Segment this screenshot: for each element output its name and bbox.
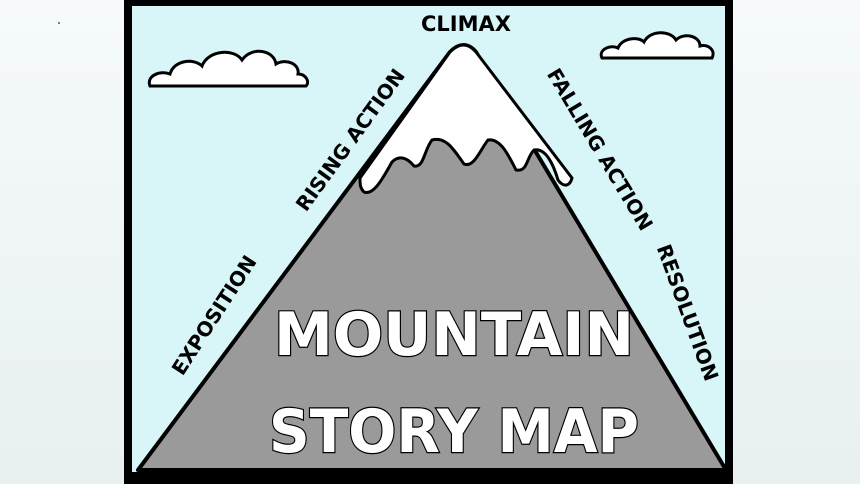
snow-cap <box>358 43 574 194</box>
cloud-right-icon <box>599 31 715 60</box>
climax-label: CLIMAX <box>421 12 511 36</box>
slide-marker-dot <box>58 22 60 24</box>
cloud-left-icon <box>147 49 310 88</box>
title-line-2: STORY MAP <box>269 397 639 467</box>
mountain-story-map: CLIMAX EXPOSITION RISING ACTION FALLING … <box>124 0 733 484</box>
title-line-1: MOUNTAIN <box>274 300 634 370</box>
